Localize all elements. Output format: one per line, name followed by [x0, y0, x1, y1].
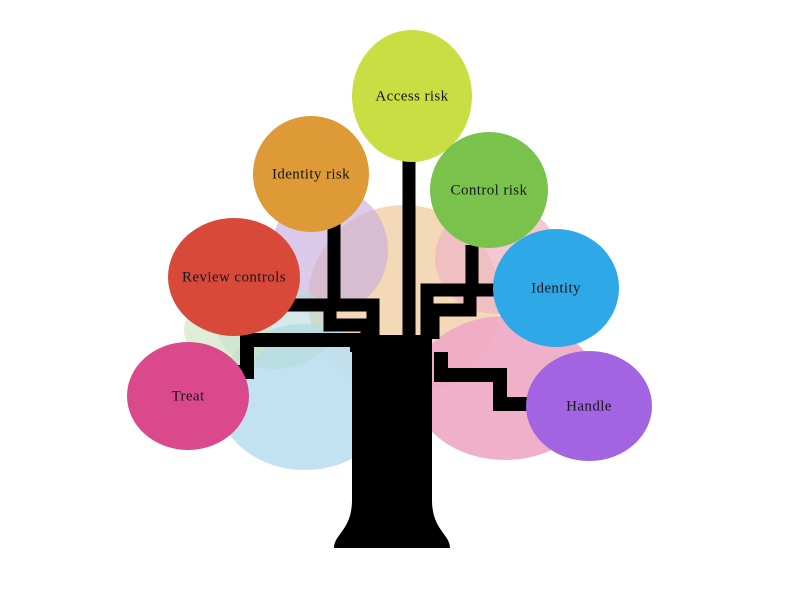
node-circle-control-risk[interactable] — [430, 132, 548, 248]
node-review-controls[interactable]: Review controls — [168, 218, 300, 336]
node-access-risk[interactable]: Access risk — [352, 30, 472, 162]
node-handle[interactable]: Handle — [526, 351, 652, 461]
node-identity-risk[interactable]: Identity risk — [253, 116, 369, 232]
branch-handle — [434, 352, 540, 411]
node-circle-review-controls[interactable] — [168, 218, 300, 336]
node-identity[interactable]: Identity — [493, 229, 619, 347]
node-treat[interactable]: Treat — [127, 342, 249, 450]
node-circle-access-risk[interactable] — [352, 30, 472, 162]
tree-structure — [212, 150, 540, 548]
node-circle-treat[interactable] — [127, 342, 249, 450]
tree-trunk — [334, 335, 450, 548]
node-circle-handle[interactable] — [526, 351, 652, 461]
node-circle-identity-risk[interactable] — [253, 116, 369, 232]
node-circle-identity[interactable] — [493, 229, 619, 347]
node-control-risk[interactable]: Control risk — [430, 132, 548, 248]
